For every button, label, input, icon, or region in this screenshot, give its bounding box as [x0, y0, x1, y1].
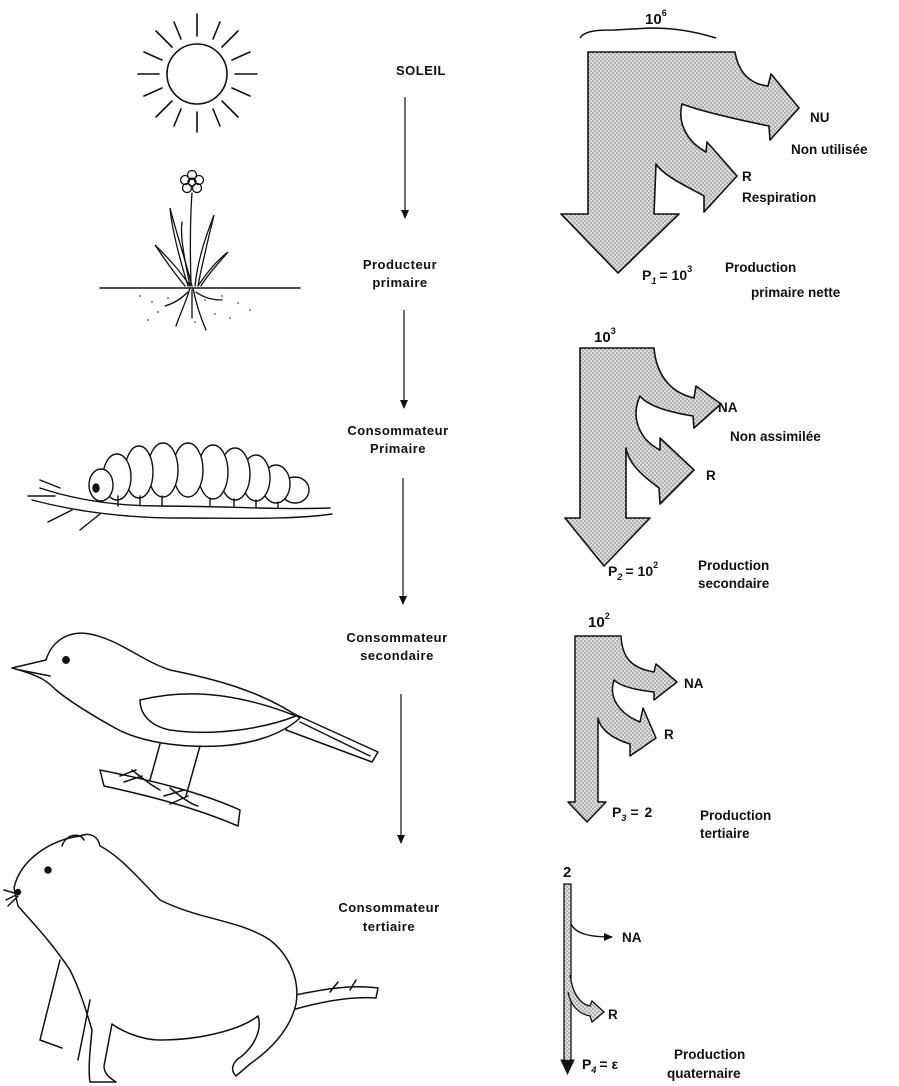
block3-production-2: tertiaire [700, 826, 750, 841]
weasel-icon [4, 834, 378, 1082]
flow-block-2: 103 NA Non assimilée R P2=102 Production… [565, 326, 821, 591]
consumer2-label-1: Consommateur [346, 630, 447, 645]
block4-input: 2 [563, 864, 571, 881]
flow-block-3: 102 NA R P3=2 Production tertiaire [568, 611, 771, 841]
consumer3-label-2: tertiaire [363, 919, 415, 934]
block2-arrow-shape [565, 348, 721, 566]
block2-na-code: NA [718, 400, 738, 415]
consumer1-label-2: Primaire [370, 441, 426, 456]
caterpillar-icon [28, 443, 332, 530]
block1-nu-label: Non utilisée [791, 142, 868, 157]
consumer2-label-2: secondaire [360, 648, 434, 663]
block1-arrow-shape [561, 52, 799, 273]
block4-production-1: Production [674, 1047, 745, 1062]
block4-na-code: NA [622, 930, 642, 945]
block4-production-2: quaternaire [667, 1066, 741, 1081]
consumer1-label-1: Consommateur [347, 423, 448, 438]
consumer3-label-1: Consommateur [338, 900, 439, 915]
block2-production-2: secondaire [698, 576, 770, 591]
plant-icon [100, 171, 300, 331]
block3-r-code: R [664, 727, 674, 742]
block3-input: 102 [588, 611, 610, 631]
block2-r-code: R [706, 468, 716, 483]
flow-block-1: 106 NU Non utilisée R Respiration P1=103… [561, 8, 868, 300]
block4-r-arrow [568, 975, 604, 1022]
block2-production-1: Production [698, 558, 769, 573]
block3-na-code: NA [684, 676, 704, 691]
block3-p: P3=2 [612, 804, 653, 823]
sun-label: SOLEIL [396, 63, 446, 78]
block1-input: 106 [645, 8, 667, 28]
sun-icon [138, 14, 257, 132]
block2-input: 103 [594, 326, 616, 346]
block4-r-code: R [608, 1007, 618, 1022]
block4-stem [564, 884, 571, 1062]
block4-na-arrow [571, 924, 612, 937]
flow-block-4: 2 NA R P4=ε Production quaternaire [561, 864, 745, 1081]
producer-label-1: Producteur [363, 257, 437, 272]
block2-p: P2=102 [608, 560, 658, 582]
block3-arrow-shape [568, 636, 677, 822]
bird-icon [12, 633, 378, 826]
block1-r-code: R [742, 169, 752, 184]
block1-nu-code: NU [810, 110, 830, 125]
producer-label-2: primaire [372, 275, 427, 290]
block4-p: P4=ε [582, 1056, 619, 1075]
block1-r-label: Respiration [742, 190, 816, 205]
block1-production-1: Production [725, 260, 796, 275]
block2-na-label: Non assimilée [730, 429, 821, 444]
block1-p: P1=103 [642, 264, 692, 286]
block3-production-1: Production [700, 808, 771, 823]
block1-production-2: primaire nette [751, 285, 841, 300]
